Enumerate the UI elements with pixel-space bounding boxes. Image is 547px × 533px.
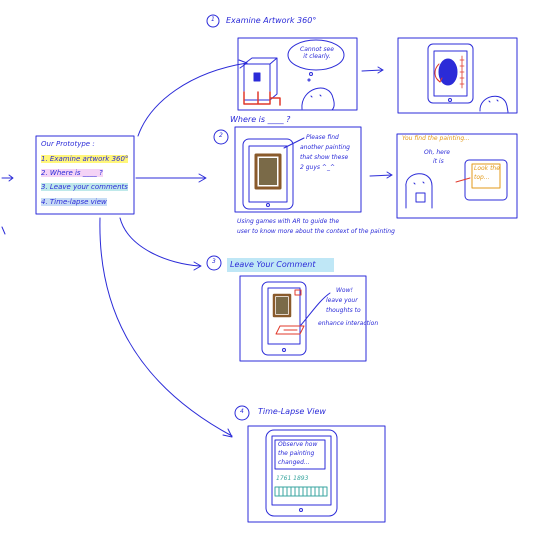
step2-number-circle xyxy=(213,129,229,145)
screen-line-1: Observe how xyxy=(278,441,318,448)
painting-frame xyxy=(254,153,282,190)
holding-person xyxy=(479,95,509,113)
tablet-step1-home xyxy=(448,98,452,102)
step3-frame xyxy=(239,275,367,362)
prototype-item-2: 2. Where is ____ ? xyxy=(41,169,103,178)
found-person xyxy=(405,173,433,209)
arrow-to-step1-head xyxy=(238,59,248,69)
arrow-step2-to-result-head xyxy=(386,171,393,179)
step2-caption-1: Using games with AR to guide the xyxy=(237,218,340,225)
reaction-line-1: Oh, here xyxy=(424,149,450,156)
arrow-step2-to-result xyxy=(369,174,393,177)
step4-frame xyxy=(247,425,386,523)
step2-title: Where is ____ ? xyxy=(230,115,291,124)
note-line-1: Wow! xyxy=(336,287,353,294)
popup-line-2: top... xyxy=(474,174,490,181)
rotate-gesture-head xyxy=(436,77,443,83)
tablet-step2-screen xyxy=(248,145,288,203)
painting-small-canvas xyxy=(276,297,288,314)
prototype-item-1: 1. Examine artwork 360° xyxy=(41,155,129,164)
left-edge-arrow xyxy=(1,174,14,182)
comment-tag xyxy=(294,289,302,296)
step4-number: 4 xyxy=(240,408,244,415)
holding-person-face xyxy=(488,99,499,103)
speech-pointer xyxy=(283,137,305,149)
arrow-to-step2-head xyxy=(198,173,207,183)
comment-box-sketch xyxy=(275,325,305,335)
display-stand xyxy=(243,91,281,106)
painting-canvas xyxy=(259,158,277,185)
found-person-face xyxy=(413,181,425,185)
step2-caption-2: user to know more about the context of t… xyxy=(237,228,395,235)
artwork-object xyxy=(253,72,261,82)
painting-small-frame xyxy=(272,293,292,318)
left-edge-mark xyxy=(1,226,6,235)
rotated-artwork-blob xyxy=(438,58,458,86)
found-text: You find the painting... xyxy=(402,135,470,142)
screen-line-2: the painting xyxy=(278,450,315,457)
arrow-to-step1 xyxy=(137,62,248,137)
prototype-item-3: 3. Leave your comments xyxy=(41,183,128,192)
viewer-face xyxy=(310,94,322,98)
arrow-step1-to-result xyxy=(361,69,384,72)
found-device xyxy=(415,192,426,203)
comment-pointer xyxy=(300,292,331,326)
screen-line-3: changed... xyxy=(278,459,310,466)
timeline-scrubber xyxy=(274,486,328,497)
step1-title: Examine Artwork 360° xyxy=(226,16,317,25)
tablet-step3-screen xyxy=(267,287,301,345)
tablet-step1-screen xyxy=(433,50,468,97)
arrow-step1-to-result-head xyxy=(377,66,384,74)
popup-box xyxy=(471,163,501,189)
speech-line-4: 2 guys ^_^ xyxy=(300,164,335,171)
tablet-step4-home xyxy=(299,508,303,512)
tablet-step4 xyxy=(265,429,338,517)
step3-number: 3 xyxy=(212,258,216,265)
arrow-to-step3-head xyxy=(193,261,202,271)
viewer-person xyxy=(301,87,335,111)
thought-text: Cannot see it clearly. xyxy=(300,46,334,60)
step3-title-highlight xyxy=(227,258,334,272)
note-line-3: thoughts to xyxy=(326,307,361,314)
tablet-step3-home xyxy=(282,348,286,352)
step1-frame xyxy=(237,37,358,111)
thought-bubble-dot-1 xyxy=(309,72,313,76)
step2-number: 2 xyxy=(219,132,223,139)
step1-number-circle xyxy=(206,14,220,28)
speech-line-2: another painting xyxy=(300,144,350,151)
reaction-line-2: it is xyxy=(433,158,444,165)
tablet-step4-screen xyxy=(271,435,332,506)
note-line-4: enhance interaction xyxy=(318,320,379,327)
prototype-box xyxy=(35,135,135,215)
thought-bubble-dot-2 xyxy=(307,78,311,82)
thought-bubble xyxy=(287,39,345,71)
prototype-title: Our Prototype : xyxy=(41,140,95,148)
step3-number-circle xyxy=(206,255,222,271)
tablet-step2-home xyxy=(266,203,270,207)
tablet-step1 xyxy=(427,43,474,104)
speech-line-3: that show these xyxy=(300,154,349,161)
popup-pointer xyxy=(455,177,471,183)
step4-title: Time-Lapse View xyxy=(258,407,326,416)
step3-title: Leave Your Comment xyxy=(230,260,316,269)
rotate-label xyxy=(459,55,465,89)
popup-line-1: Look the xyxy=(474,165,500,172)
arrow-to-step4-head xyxy=(222,428,233,438)
timeline-years: 1761 1893 xyxy=(276,475,309,482)
arrow-to-step3 xyxy=(119,217,201,267)
speech-line-1: Please find xyxy=(306,134,339,141)
arrow-to-step4 xyxy=(99,217,233,437)
tablet-step2 xyxy=(242,138,294,210)
prototype-item-4: 4. Time-lapse view xyxy=(41,198,107,207)
step2-frame xyxy=(234,126,362,213)
tablet-step2-result xyxy=(464,159,508,201)
note-line-2: leave your xyxy=(326,297,358,304)
step1-number: 1 xyxy=(211,16,215,23)
step4-number-circle xyxy=(234,405,250,421)
step2-result-frame xyxy=(396,133,518,219)
step1-result-frame xyxy=(397,37,518,114)
observe-box xyxy=(274,439,326,470)
